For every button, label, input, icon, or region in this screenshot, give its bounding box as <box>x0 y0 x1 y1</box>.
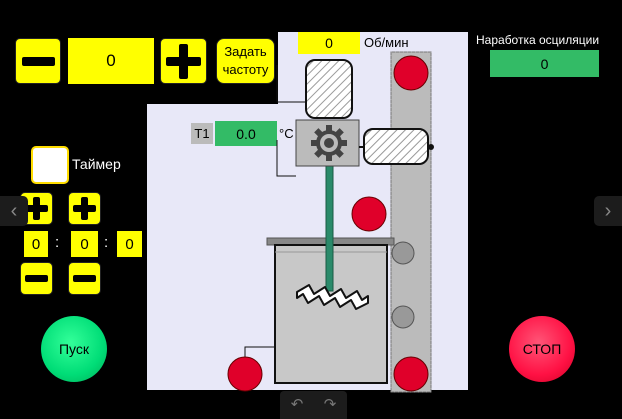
speed-increase-button[interactable] <box>160 38 207 84</box>
runtime-title: Наработка осциляции <box>476 33 600 47</box>
temperature-value: 0.0 <box>236 125 256 142</box>
stop-button[interactable]: СТОП <box>509 316 575 382</box>
vessel-top-indicator <box>351 196 387 232</box>
top-motor <box>305 59 353 119</box>
redo-button[interactable]: ↷ <box>319 393 341 415</box>
undo-icon: ↶ <box>290 396 304 413</box>
minutes-decrease-button[interactable] <box>68 262 101 295</box>
runtime-value-field: 0 <box>490 50 599 77</box>
temperature-unit: °C <box>279 126 294 141</box>
redo-icon: ↷ <box>323 396 337 413</box>
timer-label: Таймер <box>72 156 121 172</box>
minutes-increase-button[interactable] <box>68 192 101 225</box>
minus-icon <box>73 275 96 282</box>
chevron-left-icon: ‹ <box>10 199 18 222</box>
timer-separator-1: : <box>55 234 60 251</box>
temperature-tag: T1 <box>191 123 213 144</box>
agitator-shaft <box>325 165 334 292</box>
minus-icon <box>25 275 48 282</box>
timer-hours-field[interactable]: 0 <box>24 231 48 257</box>
stop-label: СТОП <box>522 341 562 357</box>
rpm-unit: Об/мин <box>364 35 409 50</box>
speed-decrease-button[interactable] <box>15 38 61 84</box>
vessel-bottom-indicator <box>227 356 263 392</box>
gear-icon <box>311 125 347 161</box>
timer-minutes-field[interactable]: 0 <box>71 231 98 257</box>
next-page-button[interactable]: › <box>594 196 622 226</box>
rpm-value-field: 0 <box>298 32 360 54</box>
rpm-value: 0 <box>325 35 333 51</box>
column-position-upper <box>391 241 415 265</box>
temperature-tag-text: T1 <box>194 126 210 141</box>
timer-seconds-field[interactable]: 0 <box>117 231 142 257</box>
column-position-lower <box>391 305 415 329</box>
agitator-blade <box>296 284 369 310</box>
speed-value: 0 <box>106 51 116 70</box>
runtime-value: 0 <box>540 55 549 72</box>
timer-hours: 0 <box>31 235 41 253</box>
conveyor-column <box>390 51 432 393</box>
start-label: Пуск <box>58 341 90 357</box>
timer-minutes: 0 <box>80 235 89 253</box>
column-bottom-indicator <box>393 356 429 392</box>
column-top-indicator <box>393 55 429 91</box>
set-frequency-label-2: частоту <box>222 62 269 77</box>
timer-seconds: 0 <box>125 235 134 253</box>
prev-page-button[interactable]: ‹ <box>0 196 28 226</box>
temperature-value-field: 0.0 <box>215 121 277 146</box>
chevron-right-icon: › <box>604 199 612 222</box>
side-motor <box>363 128 429 165</box>
start-button[interactable]: Пуск <box>41 316 107 382</box>
set-frequency-button[interactable]: Задать частоту <box>216 38 275 84</box>
hours-decrease-button[interactable] <box>20 262 53 295</box>
minus-icon <box>22 57 55 66</box>
bottom-toolbar <box>280 391 347 419</box>
speed-value-field[interactable]: 0 <box>68 38 154 84</box>
timer-checkbox[interactable] <box>31 146 69 184</box>
set-frequency-label-1: Задать <box>224 44 267 59</box>
undo-button[interactable]: ↶ <box>286 393 308 415</box>
timer-separator-2: : <box>104 234 109 251</box>
